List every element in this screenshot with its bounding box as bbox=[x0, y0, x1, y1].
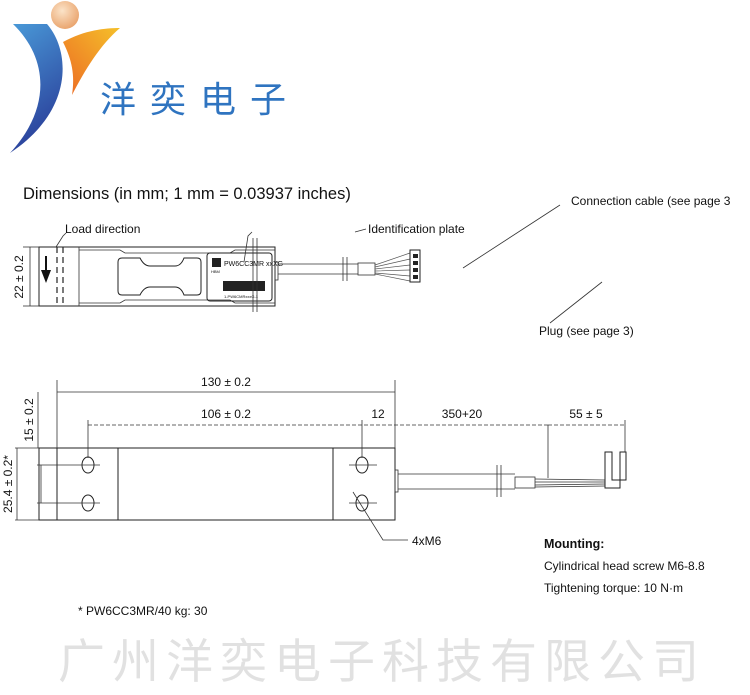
width-dimension: 25.4 ± 0.2* bbox=[1, 455, 15, 513]
top-view: 22 ± 0.2 HBM PW6CC3MR xxXG 1-PW6CMRxxxG-… bbox=[12, 194, 731, 338]
plate-brand: HBM bbox=[211, 269, 220, 274]
connection-cable-label: Connection cable (see page 3 bbox=[571, 194, 731, 208]
plate-model: PW6CC3MR xxXG bbox=[224, 261, 283, 268]
mounting-screw: Cylindrical head screw M6-8.8 bbox=[544, 559, 705, 573]
plug-side-icon bbox=[604, 451, 627, 489]
cable-length-dimension: 350+20 bbox=[442, 407, 483, 421]
logo-orange-swoosh-icon bbox=[63, 28, 120, 95]
drawing-title: Dimensions (in mm; 1 mm = 0.03937 inches… bbox=[23, 185, 351, 203]
plug-label: Plug (see page 3) bbox=[539, 324, 634, 338]
plug-icon bbox=[409, 249, 421, 283]
hatched-area bbox=[117, 447, 334, 521]
strain-cutout bbox=[117, 257, 202, 296]
load-arrow-icon bbox=[41, 270, 51, 283]
mounting-torque: Tightening torque: 10 N·m bbox=[544, 581, 683, 595]
plate-serial: 1-PW6CMRxxxG-1 bbox=[224, 294, 259, 299]
mounting-heading: Mounting: bbox=[544, 537, 604, 551]
identification-plate bbox=[206, 252, 273, 302]
watermark: 广州洋奕电子科技有限公司 bbox=[58, 635, 706, 690]
length-dimension: 130 ± 0.2 bbox=[201, 375, 251, 389]
height-dimension: 22 ± 0.2 bbox=[12, 255, 26, 299]
wire-length-dimension: 55 ± 5 bbox=[569, 407, 603, 421]
identification-plate-label: Identification plate bbox=[368, 222, 465, 236]
mounting-holes bbox=[75, 456, 377, 512]
hole-spacing-dimension: 106 ± 0.2 bbox=[201, 407, 251, 421]
barcode bbox=[223, 281, 265, 291]
bottom-view: 130 ± 0.2 106 ± 0.2 12 350+20 55 ± 5 15 … bbox=[1, 375, 627, 548]
thread-label: 4xM6 bbox=[412, 534, 442, 548]
logo-ball-icon bbox=[51, 1, 79, 29]
load-direction-label: Load direction bbox=[65, 222, 140, 236]
logo-company-name: 洋奕电子 bbox=[100, 80, 300, 121]
logo-blue-swoosh-icon bbox=[10, 24, 63, 153]
end-dimension: 12 bbox=[371, 407, 385, 421]
footnote: * PW6CC3MR/40 kg: 30 bbox=[78, 604, 208, 618]
offset-dimension: 15 ± 0.2 bbox=[22, 398, 36, 442]
mounting-notes: Mounting: Cylindrical head screw M6-8.8 … bbox=[544, 537, 705, 595]
hbm-logo-icon bbox=[212, 258, 221, 267]
company-logo: 洋奕电子 bbox=[10, 1, 300, 153]
